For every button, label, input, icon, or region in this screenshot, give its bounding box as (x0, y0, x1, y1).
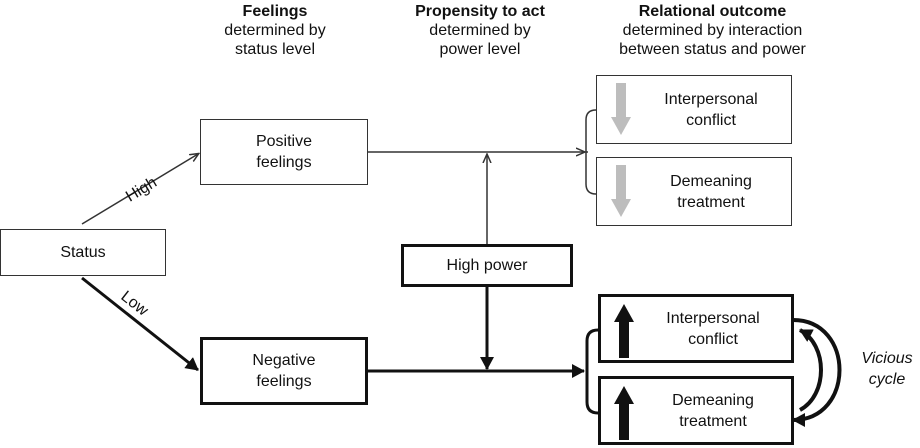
high-power-label: High power (446, 257, 528, 274)
edge-high (81, 154, 198, 225)
positive-feelings-box: Positive feelings (200, 119, 368, 185)
down-arrow-icon (611, 83, 631, 135)
vicious-cycle-line1: Vicious (861, 350, 913, 367)
outcome-top-conflict-line2: conflict (686, 111, 736, 129)
header-relational-sub2: between status and power (619, 41, 806, 58)
vicious-cycle-label: Vicious cycle (858, 348, 916, 390)
vicious-cycle-line2: cycle (868, 371, 906, 388)
header-feelings: Feelings determined by status level (195, 2, 355, 59)
vicious-cycle-arrow-right (792, 318, 842, 427)
negative-feelings-line2: feelings (256, 373, 312, 390)
bracket-bottom (585, 328, 599, 415)
outcome-bottom-conflict-line2: conflict (688, 330, 738, 348)
header-propensity: Propensity to act determined by power le… (390, 2, 570, 59)
negative-feelings-line1: Negative (252, 352, 316, 369)
outcome-top-demeaning-line1: Demeaning (670, 172, 752, 190)
header-propensity-sub2: power level (439, 41, 521, 58)
positive-feelings-line2: feelings (256, 154, 312, 171)
outcome-top-demeaning: Demeaning treatment (596, 157, 792, 226)
header-feelings-sub1: determined by (224, 22, 326, 39)
status-box: Status (0, 229, 166, 276)
header-relational-sub1: determined by interaction (622, 22, 803, 39)
positive-feelings-line1: Positive (255, 133, 313, 150)
header-relational: Relational outcome determined by interac… (585, 2, 840, 59)
down-arrow-icon (611, 165, 631, 217)
outcome-bottom-demeaning: Demeaning treatment (598, 376, 794, 445)
up-arrow-icon (614, 386, 634, 440)
high-power-box: High power (401, 244, 573, 287)
outcome-top-conflict: Interpersonal conflict (596, 75, 792, 144)
outcome-bottom-conflict: Interpersonal conflict (598, 294, 794, 363)
header-relational-title: Relational outcome (638, 3, 787, 20)
outcome-bottom-demeaning-line1: Demeaning (672, 391, 754, 409)
status-label: Status (60, 244, 106, 261)
outcome-top-conflict-line1: Interpersonal (664, 90, 758, 108)
vicious-cycle-arrow-left (798, 328, 823, 412)
header-feelings-sub2: status level (234, 41, 316, 58)
header-propensity-sub1: determined by (429, 22, 531, 39)
outcome-bottom-conflict-line1: Interpersonal (666, 309, 760, 327)
negative-feelings-box: Negative feelings (200, 337, 368, 405)
edge-low (81, 276, 199, 372)
outcome-top-demeaning-line2: treatment (677, 193, 745, 211)
header-feelings-title: Feelings (242, 3, 308, 20)
up-arrow-icon (614, 304, 634, 358)
header-propensity-title: Propensity to act (415, 3, 545, 20)
outcome-bottom-demeaning-line2: treatment (679, 412, 747, 430)
